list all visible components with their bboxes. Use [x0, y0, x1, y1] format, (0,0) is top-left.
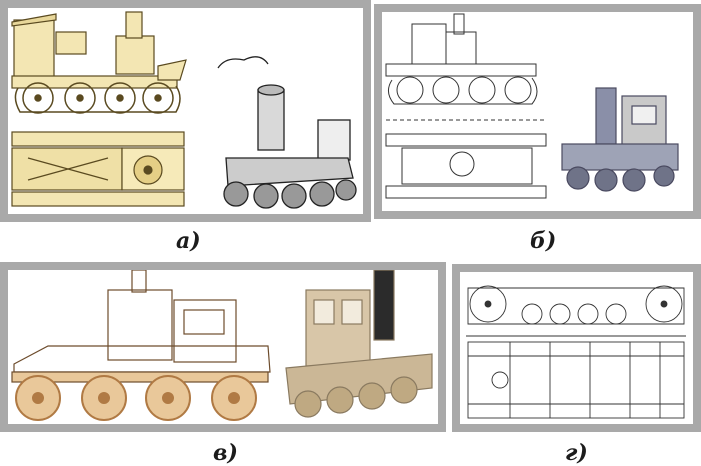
cab-left: [13, 19, 55, 79]
chimney: [125, 11, 143, 39]
boiler-box: [115, 35, 155, 75]
panel-a: [0, 0, 371, 222]
panel-g-blueprint: [466, 285, 686, 419]
panel-a-wheels: [14, 82, 181, 114]
caption-v: в): [213, 440, 238, 466]
panel-a-illustration: [11, 11, 357, 209]
panel-v-illustration: [11, 270, 433, 421]
panel-a-side-drawing: [11, 11, 187, 89]
panel-a-plan-drawing: [11, 131, 185, 207]
panel-b-illustration: [385, 13, 679, 199]
panel-a-engraving: [217, 56, 357, 209]
panel-b-model-photo: [561, 87, 679, 192]
panel-g: [452, 264, 701, 432]
panel-v-model-photo: [285, 270, 433, 418]
panel-b-technical-drawing: [385, 13, 547, 199]
caption-b: б): [530, 228, 557, 254]
panel-g-illustration: [466, 285, 686, 419]
caption-g: г): [565, 440, 588, 466]
panel-v-side-drawing: [11, 270, 271, 383]
caption-a: а): [176, 228, 201, 254]
panel-v: [0, 262, 446, 432]
panel-b: [374, 4, 701, 219]
panel-v-wheels: [15, 375, 257, 421]
side-box: [55, 31, 87, 55]
